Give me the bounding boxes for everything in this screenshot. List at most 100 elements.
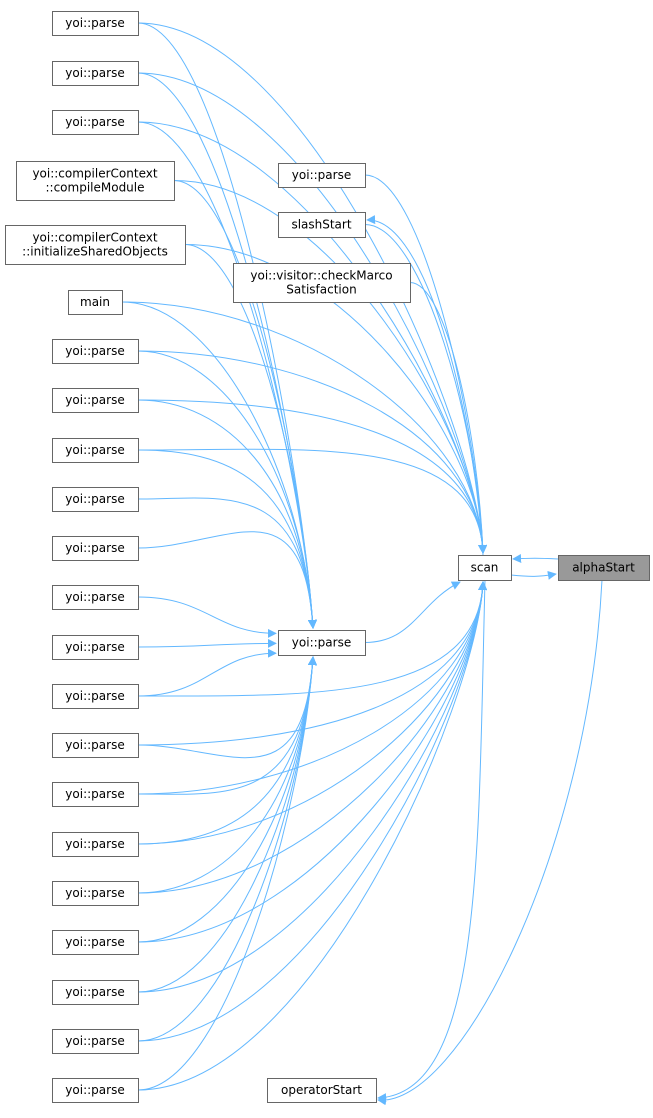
node-label: yoi::parse	[65, 393, 124, 407]
edge-alpha-scan	[512, 554, 559, 564]
node-p15[interactable]: yoi::parse	[52, 881, 139, 906]
node-p17[interactable]: yoi::parse	[52, 980, 139, 1005]
node-box	[52, 930, 139, 955]
node-p4[interactable]: yoi::parse	[52, 339, 139, 364]
edge-scan-alpha	[510, 570, 557, 580]
node-label: scan	[471, 561, 499, 575]
node-label: yoi::parse	[65, 738, 124, 752]
node-cm[interactable]: yoi::compilerContext::compileModule	[16, 161, 175, 201]
node-scan[interactable]: scan	[458, 555, 512, 581]
node-label: yoi::compilerContext	[32, 231, 157, 245]
node-p7[interactable]: yoi::parse	[52, 487, 139, 512]
node-label: ::initializeSharedObjects	[22, 245, 168, 259]
node-p6[interactable]: yoi::parse	[52, 438, 139, 463]
node-box	[52, 388, 139, 413]
node-label: yoi::parse	[65, 344, 124, 358]
node-label: yoi::parse	[65, 1083, 124, 1097]
edge-p9-mp	[137, 596, 277, 638]
node-box	[267, 1078, 377, 1103]
node-box	[52, 684, 139, 709]
node-label: yoi::parse	[65, 115, 124, 129]
node-box	[52, 11, 139, 36]
node-box	[52, 438, 139, 463]
edge-p2-mp	[137, 72, 317, 629]
node-box	[278, 212, 366, 238]
node-box	[558, 555, 650, 581]
edge-cm-scan	[173, 180, 488, 554]
node-label: yoi::parse	[65, 590, 124, 604]
edge-p4-scan	[137, 350, 488, 554]
node-p10[interactable]: yoi::parse	[52, 635, 139, 660]
node-box	[52, 585, 139, 610]
node-label: yoi::compilerContext	[32, 167, 157, 181]
node-p19[interactable]: yoi::parse	[52, 1078, 139, 1103]
node-main[interactable]: main	[68, 290, 123, 315]
edge-p5-mp	[137, 399, 317, 629]
node-p2[interactable]: yoi::parse	[52, 61, 139, 86]
node-p1[interactable]: yoi::parse	[52, 11, 139, 36]
node-iso[interactable]: yoi::compilerContext::initializeSharedOb…	[5, 225, 186, 265]
node-p13[interactable]: yoi::parse	[52, 782, 139, 807]
node-label: yoi::parse	[65, 443, 124, 457]
node-p9[interactable]: yoi::parse	[52, 585, 139, 610]
node-label: yoi::parse	[292, 636, 351, 650]
node-p11[interactable]: yoi::parse	[52, 684, 139, 709]
node-p5[interactable]: yoi::parse	[52, 388, 139, 413]
edge-p6-mp	[137, 449, 317, 629]
node-p8[interactable]: yoi::parse	[52, 536, 139, 561]
node-mp1[interactable]: yoi::parse	[278, 163, 366, 188]
node-box	[5, 225, 186, 265]
node-box	[52, 733, 139, 758]
node-label: yoi::parse	[65, 886, 124, 900]
node-box	[68, 290, 123, 315]
node-label: slashStart	[291, 218, 351, 232]
node-label: yoi::parse	[65, 935, 124, 949]
node-op[interactable]: operatorStart	[267, 1078, 377, 1103]
node-label: main	[80, 295, 110, 309]
node-label: yoi::parse	[292, 168, 351, 182]
edge-p15-mp	[137, 656, 317, 894]
node-alpha[interactable]: alphaStart	[558, 555, 650, 581]
node-label: yoi::parse	[65, 541, 124, 555]
node-box	[52, 832, 139, 857]
node-box	[278, 163, 366, 188]
node-box	[458, 555, 512, 581]
edge-p10-mp	[137, 638, 277, 648]
edge-p12-mp	[137, 656, 317, 759]
edge-iso-scan	[184, 244, 488, 554]
edge-p5-scan	[137, 399, 488, 554]
edge-scan-op	[377, 579, 486, 1103]
edge-p1-scan	[137, 22, 488, 554]
edge-p19-scan	[137, 581, 488, 1091]
node-box	[52, 61, 139, 86]
edge-p19-mp	[137, 656, 317, 1091]
edge-p6-scan	[137, 448, 488, 554]
node-label: ::compileModule	[45, 181, 144, 195]
edge-p4-mp	[137, 350, 317, 629]
edge-main-scan	[121, 301, 488, 554]
edge-p15-scan	[137, 581, 488, 894]
node-p18[interactable]: yoi::parse	[52, 1029, 139, 1054]
edge-p17-mp	[137, 656, 317, 993]
node-box	[52, 487, 139, 512]
node-box	[16, 161, 175, 201]
nodes: yoi::parseyoi::parseyoi::parseyoi::compi…	[5, 11, 650, 1103]
node-p14[interactable]: yoi::parse	[52, 832, 139, 857]
node-label: alphaStart	[572, 561, 635, 575]
edge-p3-mp	[137, 121, 317, 629]
edge-scan-slash	[366, 215, 484, 556]
edge-p18-scan	[137, 581, 488, 1042]
node-label: yoi::parse	[65, 640, 124, 654]
node-p16[interactable]: yoi::parse	[52, 930, 139, 955]
node-p12[interactable]: yoi::parse	[52, 733, 139, 758]
node-mp[interactable]: yoi::parse	[278, 630, 366, 656]
edge-p11-mp	[137, 648, 277, 697]
edge-p14-mp	[137, 656, 317, 845]
node-slash[interactable]: slashStart	[278, 212, 366, 238]
node-label: yoi::parse	[65, 689, 124, 703]
node-box	[52, 1029, 139, 1054]
edge-p17-scan	[137, 581, 488, 993]
node-p3[interactable]: yoi::parse	[52, 110, 139, 135]
